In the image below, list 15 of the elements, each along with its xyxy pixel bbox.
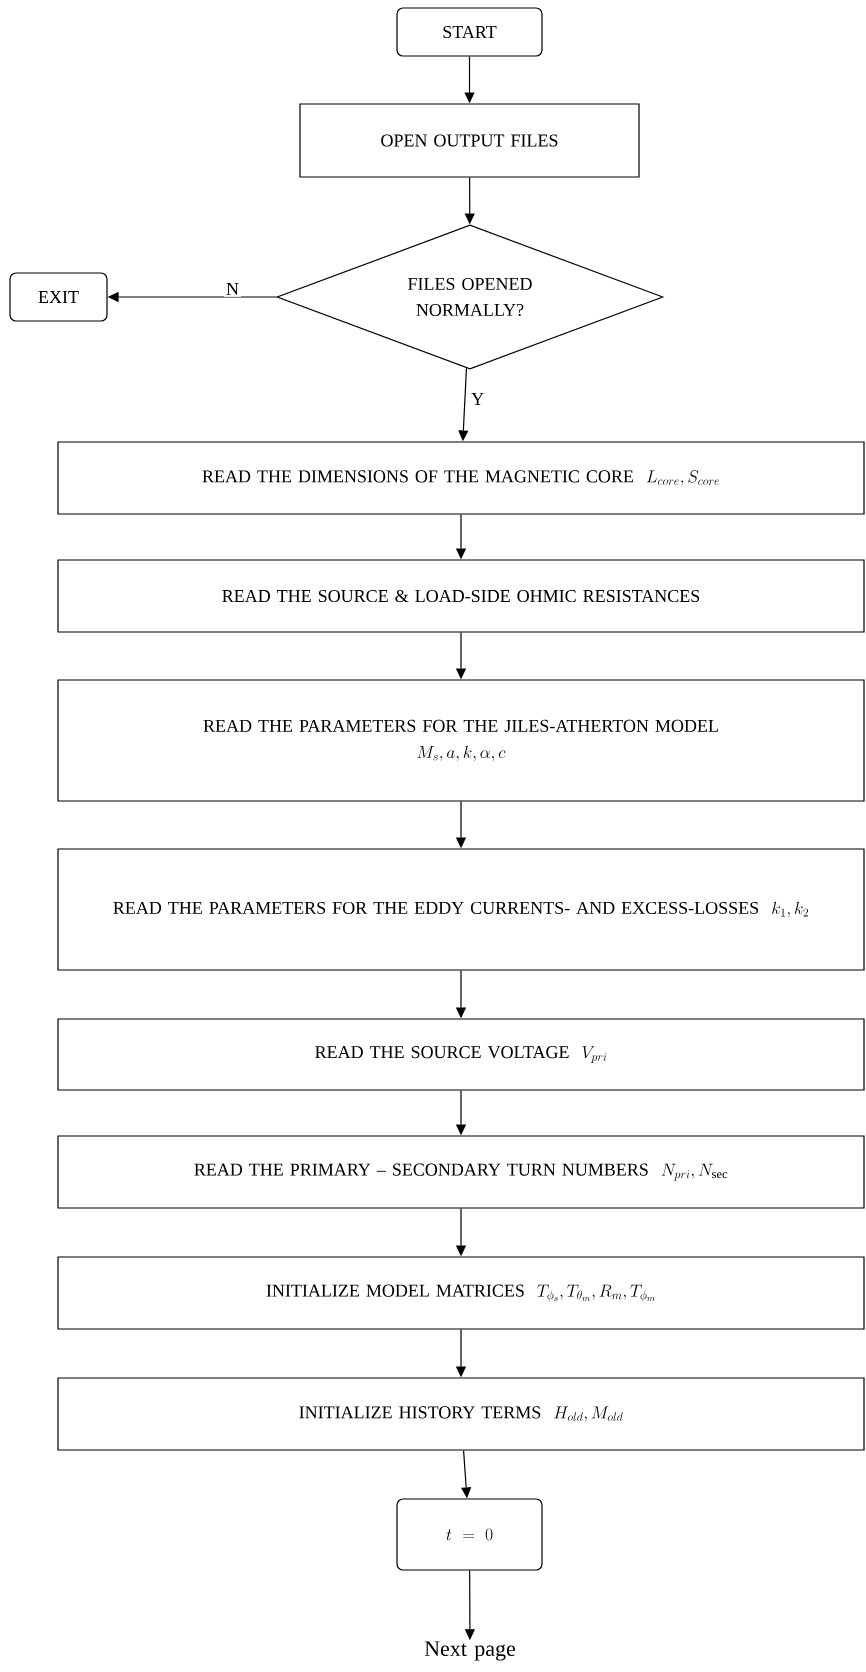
process-box: READ THE PRIMARY – SECONDARY TURN NUMBERS $N_{pri},N_{\sec}$ [57, 1135, 865, 1209]
process-box: OPEN OUTPUT FILES [299, 103, 640, 178]
process-box: INITIALIZE HISTORY TERMS $H_{old},M_{old}$ [57, 1377, 865, 1451]
process-box: READ THE SOURCE & LOAD-SIDE OHMIC RESISTANCES [57, 559, 865, 633]
process-box: READ THE PARAMETERS FOR THE EDDY CURRENTS- AND EXCESS-LOSSES $k_1,k_2$ [57, 848, 865, 971]
edge-label: Y [471, 393, 484, 405]
terminal-box: $t=0$ [396, 1498, 543, 1571]
terminal-box: EXIT [9, 272, 108, 322]
edge-label: N [226, 283, 239, 295]
process-box: READ THE PARAMETERS FOR THE JILES-ATHERTON MODEL $M_s,a,k,\alpha,c$ [57, 679, 865, 802]
terminal-box: START [396, 7, 543, 57]
process-box: READ THE SOURCE VOLTAGE $V_{pri}$ [57, 1018, 865, 1091]
process-box: INITIALIZE MODEL MATRICES $T_{\phi_s},T_{\theta_m},R_m,T_{\phi_m}$ [57, 1256, 865, 1330]
process-box: READ THE DIMENSIONS OF THE MAGNETIC CORE $L_{core},S_{core}$ [57, 441, 865, 515]
continuation-text: Next page [424, 1641, 516, 1661]
